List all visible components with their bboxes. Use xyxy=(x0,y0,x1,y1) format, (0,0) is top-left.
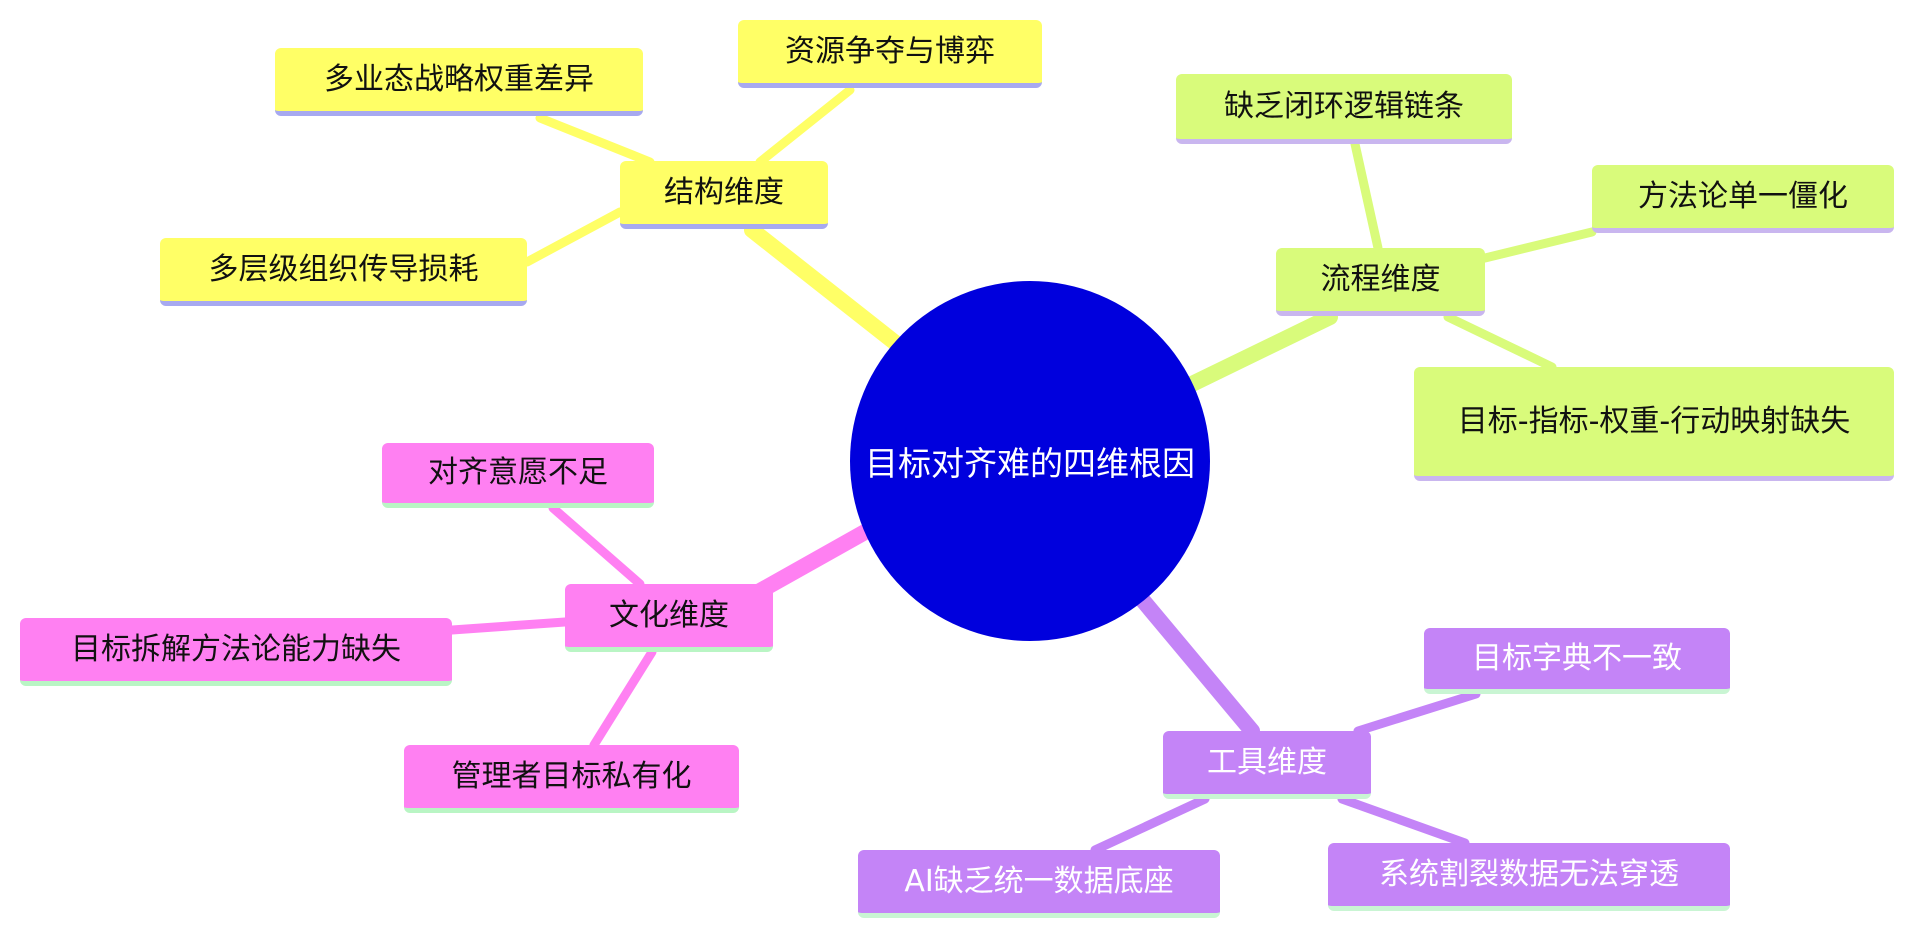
leaf-private-goals[interactable]: 管理者目标私有化 xyxy=(404,745,739,813)
connector-process-leaf-2 xyxy=(1443,312,1557,372)
leaf-resource-competition[interactable]: 资源争夺与博弈 xyxy=(738,20,1042,88)
branch-structure[interactable]: 结构维度 xyxy=(620,161,828,229)
branch-process[interactable]: 流程维度 xyxy=(1276,248,1485,316)
connector-tools-main xyxy=(1132,589,1260,739)
leaf-fragmented-systems[interactable]: 系统割裂数据无法穿透 xyxy=(1328,843,1730,911)
leaf-no-closed-loop[interactable]: 缺乏闭环逻辑链条 xyxy=(1176,74,1512,144)
connector-process-main xyxy=(1182,309,1338,393)
central-topic[interactable]: 目标对齐难的四维根因 xyxy=(850,281,1210,641)
branch-culture[interactable]: 文化维度 xyxy=(565,584,773,652)
connector-tools-leaf-2 xyxy=(1337,794,1470,848)
connector-process-leaf-0 xyxy=(1350,139,1383,253)
connector-structure-main xyxy=(744,222,906,353)
branch-tools[interactable]: 工具维度 xyxy=(1163,731,1371,799)
leaf-ai-no-data-base[interactable]: AI缺乏统一数据底座 xyxy=(858,850,1220,918)
connector-structure-leaf-0 xyxy=(755,85,855,167)
connector-tools-leaf-0 xyxy=(1353,689,1481,736)
leaf-low-willingness[interactable]: 对齐意愿不足 xyxy=(382,443,654,508)
connector-culture-leaf-0 xyxy=(548,503,645,589)
leaf-mapping-missing[interactable]: 目标-指标-权重-行动映射缺失 xyxy=(1414,367,1894,481)
leaf-dictionary-inconsistent[interactable]: 目标字典不一致 xyxy=(1424,628,1730,694)
leaf-multi-level-loss[interactable]: 多层级组织传导损耗 xyxy=(160,238,527,306)
connector-structure-leaf-1 xyxy=(535,113,655,167)
connector-culture-leaf-2 xyxy=(589,647,657,750)
leaf-rigid-methodology[interactable]: 方法论单一僵化 xyxy=(1592,165,1894,233)
leaf-multi-business-weight[interactable]: 多业态战略权重差异 xyxy=(275,48,643,116)
connector-tools-leaf-1 xyxy=(1090,794,1210,855)
connector-structure-leaf-2 xyxy=(522,207,625,267)
connector-process-leaf-1 xyxy=(1480,227,1597,263)
leaf-decomposition-capability[interactable]: 目标拆解方法论能力缺失 xyxy=(20,618,452,686)
connector-culture-leaf-1 xyxy=(447,617,570,635)
